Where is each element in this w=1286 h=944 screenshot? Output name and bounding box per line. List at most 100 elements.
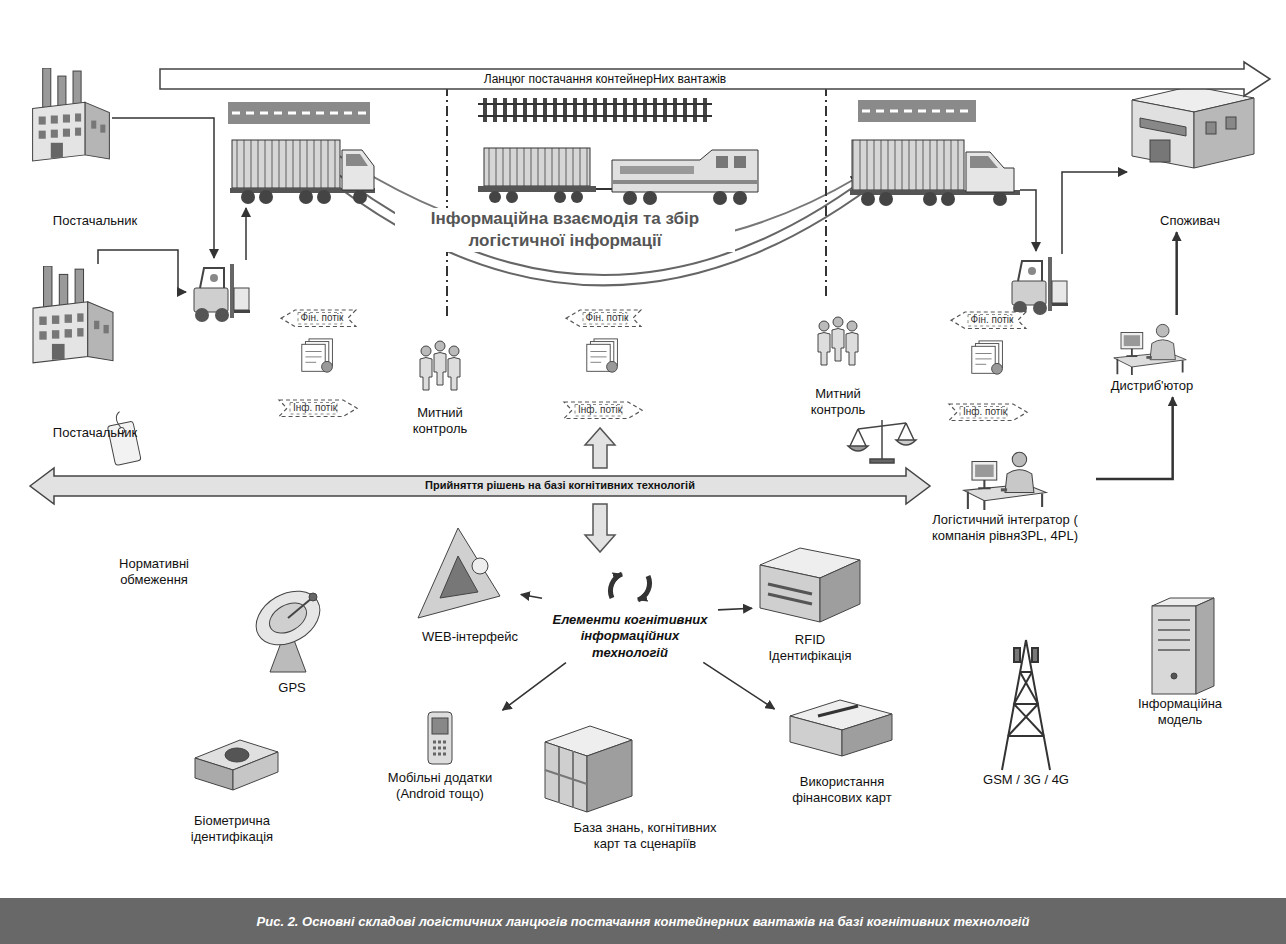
connector-arrow (718, 608, 752, 610)
finance-flow-arrow: Фін. потік (281, 310, 356, 327)
consumer-building (1150, 140, 1170, 162)
info-flow-arrow: Інф. потік (279, 400, 357, 417)
biometric-id: Біометрична ідентифікація (172, 735, 292, 846)
railway (478, 98, 712, 122)
integrator-icon (964, 452, 1047, 510)
railway (478, 103, 712, 105)
truck (232, 140, 340, 188)
factory-icon (33, 68, 110, 161)
server-icon (1158, 620, 1190, 650)
mobile-phone-icon (428, 712, 452, 764)
knowledge-base-icon (545, 742, 587, 812)
node-label: Фін. потік (301, 312, 344, 325)
scales-icon (870, 459, 894, 463)
node-label: Використання фінансових карт (777, 774, 907, 807)
gsm-tower: GSM / 3G / 4G (983, 640, 1069, 788)
node-label: Нормативні обмеження (99, 556, 209, 589)
information-flow-arcs (300, 150, 885, 280)
node-label: Прийняття рішень на базі когнітивних тех… (425, 479, 695, 493)
gps-dish-icon (309, 593, 317, 601)
customs-control: Митний контроль (796, 318, 880, 419)
node-label: Інф. потік (963, 406, 1007, 419)
connector-arrow (503, 663, 566, 711)
customs-officers (818, 321, 830, 365)
information-flow-arcs (300, 150, 885, 280)
gsm-tower-icon (1002, 640, 1050, 770)
flow-inner-box (290, 402, 337, 414)
server-icon (1152, 598, 1214, 694)
truck (941, 192, 955, 206)
node-label: Логістичний інтегратор ( компанія рівня3… (917, 512, 1093, 545)
truck (966, 152, 1014, 192)
biometric-reader-icon (195, 740, 278, 790)
truck (923, 192, 937, 206)
logistics-integrator: Логістичний інтегратор ( компанія рівня3… (917, 446, 1093, 545)
connector-arrow (1096, 397, 1173, 479)
server-icon (1152, 606, 1196, 694)
cycle-arrows (638, 576, 650, 600)
supplier-label: Постачальник (53, 68, 137, 229)
band-arrow-outline (30, 468, 930, 504)
node-label: Ланцюг постачання контейнерНих вантажів (484, 72, 726, 87)
document-stack (587, 339, 618, 372)
web-interface: WEB-інтерфейс (422, 525, 518, 645)
band-arrow-outline (160, 62, 1270, 96)
train (484, 148, 590, 186)
rfid-reader-icon (768, 584, 812, 604)
gsm-tower-icon (1032, 648, 1038, 662)
node-label: GPS (278, 680, 305, 696)
goods-flow-line (98, 250, 186, 292)
truck (230, 140, 375, 204)
web-interface-icon (472, 558, 488, 574)
truck (346, 154, 368, 166)
truck (852, 140, 964, 190)
finance-flow-arrow: Фін. потік (951, 312, 1026, 329)
gps-dish-icon (247, 580, 330, 672)
railway (478, 98, 712, 122)
truck (850, 140, 1020, 206)
road-strip (232, 112, 366, 115)
train (734, 156, 746, 168)
node-label: Митний контроль (796, 386, 880, 419)
document-stack (302, 339, 1003, 374)
knowledge-base-icon (545, 726, 632, 812)
goods-flow-line (112, 118, 214, 258)
train (623, 191, 637, 205)
road-strip (862, 110, 972, 113)
node-label: Фін. потік (971, 314, 1014, 327)
rfid-reader-icon (820, 560, 860, 622)
web-interface-icon (418, 528, 500, 618)
forklift-icon (194, 264, 250, 322)
customs-officers (420, 317, 858, 390)
train (733, 191, 747, 205)
flow-inner-box (960, 406, 1007, 418)
goods-flow-line (245, 208, 247, 260)
supplier-label: Постачальник (53, 266, 137, 441)
flow-arrow-outline (949, 404, 1027, 421)
goods-flow-line (1020, 190, 1036, 251)
server-icon (1171, 673, 1177, 679)
mobile-apps: Мобільні додатки (Android тощо) (365, 712, 515, 803)
node-label: Інформаційна модель (1125, 696, 1235, 729)
node-label: Елементи когнітивних інформаційних техно… (545, 612, 715, 661)
truck (353, 190, 367, 204)
train (643, 191, 657, 205)
flow-arrow-outline (279, 400, 357, 417)
flow-arrow-outline (564, 402, 642, 419)
consumer-building (1132, 86, 1254, 168)
truck (993, 192, 1007, 206)
server-icon (1196, 598, 1214, 694)
flow-arrow-outline (281, 310, 356, 327)
customs-officers (846, 321, 858, 365)
information-model: Інформаційна модель (1125, 600, 1235, 729)
train (620, 166, 694, 174)
railway (478, 115, 712, 117)
caption-bar: Рис. 2. Основні складові логістичних лан… (0, 898, 1286, 944)
supply-chain-band: Ланцюг постачання контейнерНих вантажів (160, 62, 1270, 96)
train (713, 191, 727, 205)
consumer-building (1206, 122, 1216, 134)
road-strip (228, 102, 370, 124)
scales-icon (848, 420, 916, 463)
